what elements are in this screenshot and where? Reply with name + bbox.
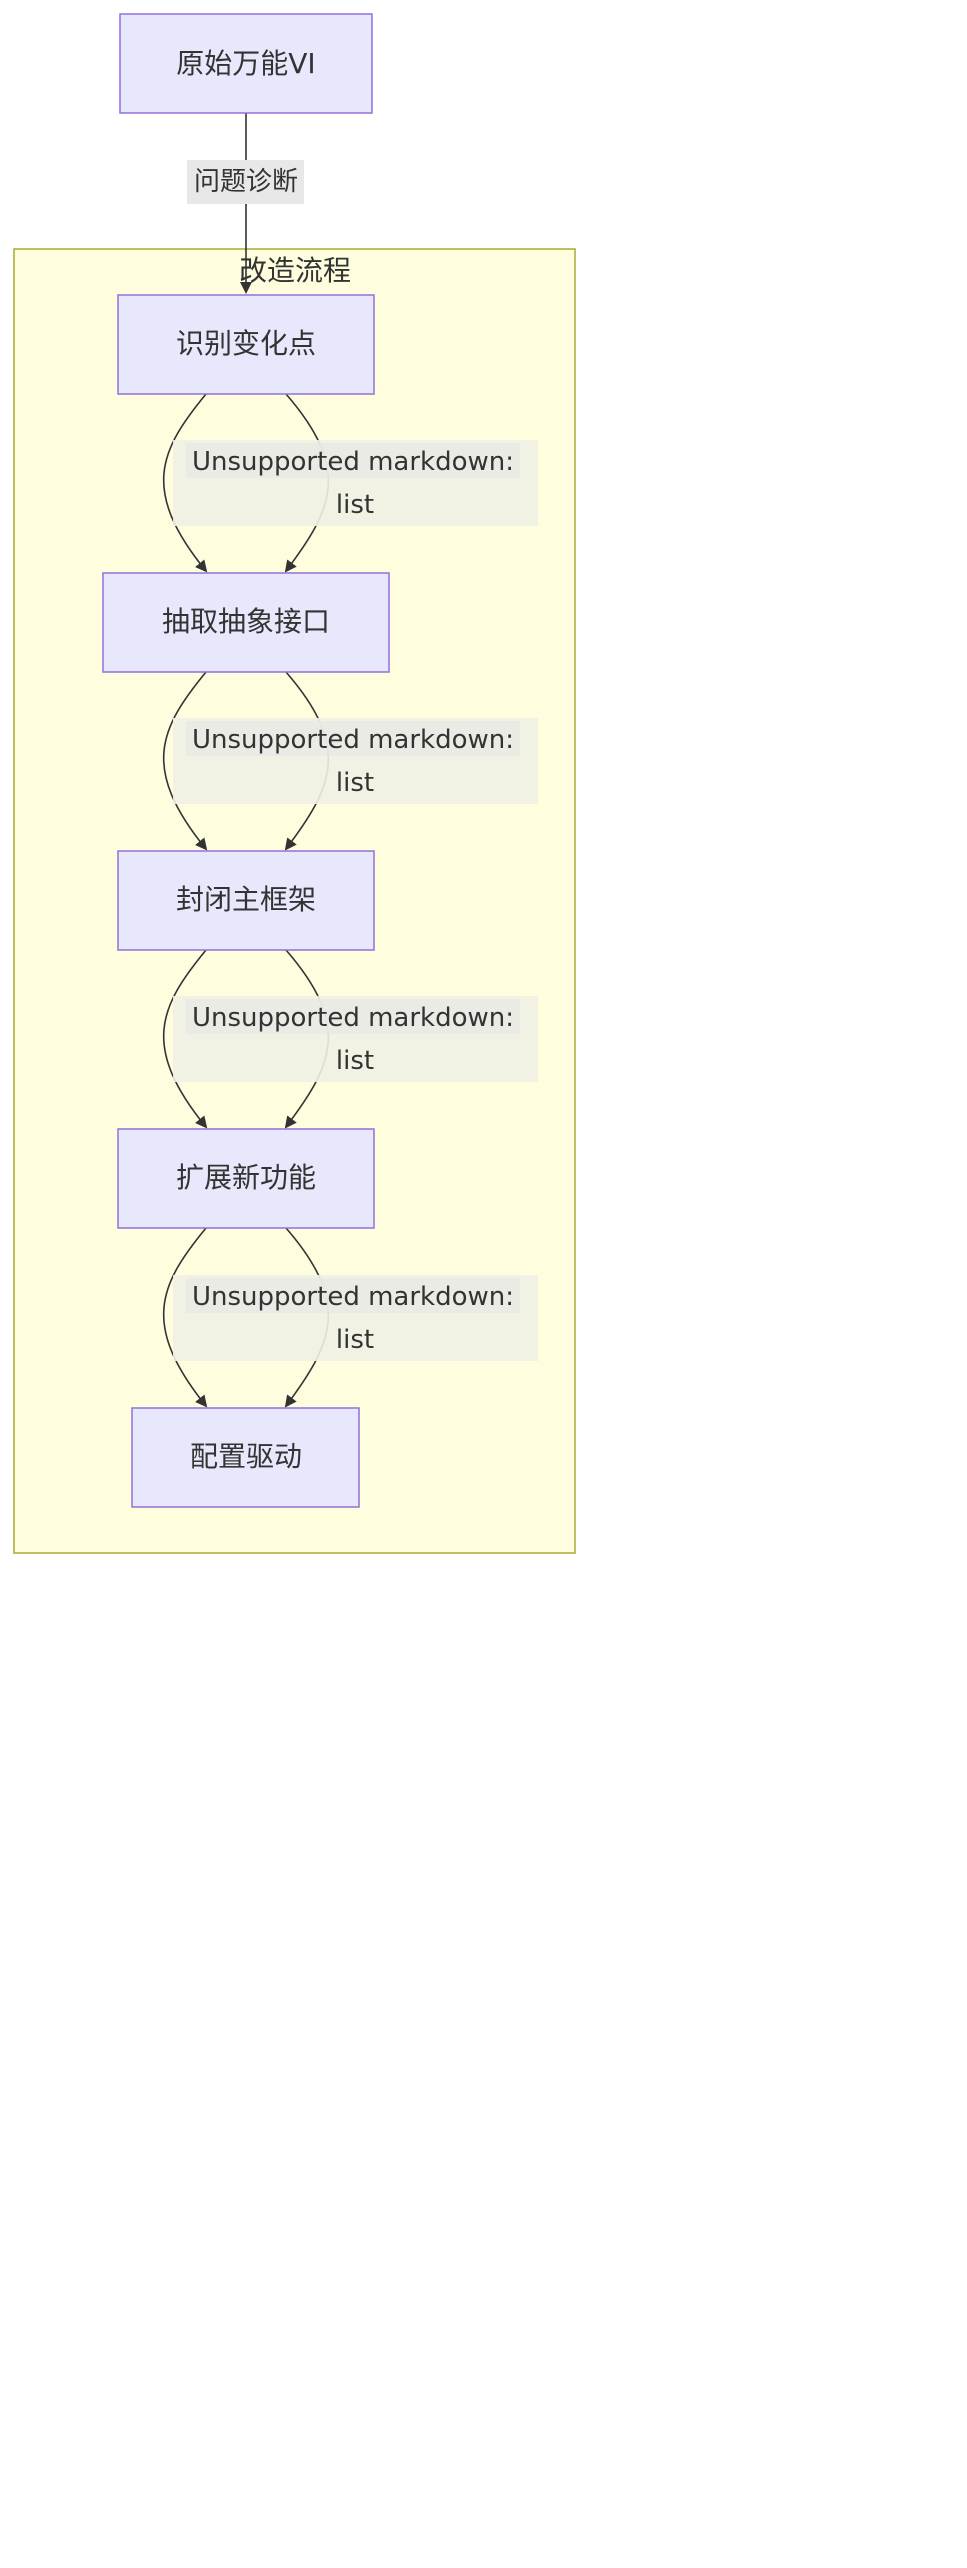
edge-label-line2: list	[336, 1046, 374, 1076]
edge-label-highlight	[186, 1278, 520, 1313]
node-identify-change-points[interactable]	[117, 294, 375, 395]
edge-label-line2: list	[336, 1325, 374, 1355]
edge-left	[162, 393, 208, 573]
edge-left	[162, 1227, 208, 1408]
edge-label-line1: Unsupported markdown:	[192, 1282, 514, 1312]
node-identify-change-points-label: 识别变化点	[176, 327, 316, 360]
edge-label-line1: Unsupported markdown:	[192, 725, 514, 755]
edge-group: Unsupported markdown: list	[162, 671, 538, 851]
node-extract-interface[interactable]	[102, 572, 390, 673]
edge-group: Unsupported markdown: list	[162, 1227, 538, 1408]
edge-label-line2: list	[336, 768, 374, 798]
edge-left	[162, 671, 208, 851]
edge-left	[162, 949, 208, 1129]
edge-label-line2: list	[336, 490, 374, 520]
edge-group: Unsupported markdown: list	[162, 949, 538, 1129]
edge-label-highlight	[186, 443, 520, 478]
flowchart: 问题诊断 改造流程 原始万能VI Unsupported markdown: l…	[13, 13, 576, 1554]
edge-group: Unsupported markdown: list	[162, 393, 538, 573]
node-close-framework-label: 封闭主框架	[176, 883, 316, 916]
edge-label-highlight	[186, 999, 520, 1034]
node-extend-features-label: 扩展新功能	[176, 1161, 316, 1194]
node-original-vi-label: 原始万能VI	[176, 47, 315, 80]
edge-label-bg-top	[187, 160, 304, 204]
edge-label-top: 问题诊断	[194, 167, 298, 197]
edge-label-line1: Unsupported markdown:	[192, 447, 514, 477]
node-config-driven[interactable]	[131, 1407, 360, 1508]
node-original-vi[interactable]	[119, 13, 373, 114]
edge-label-highlight	[186, 721, 520, 756]
node-extract-interface-label: 抽取抽象接口	[162, 605, 330, 638]
edge-label-line1: Unsupported markdown:	[192, 1003, 514, 1033]
node-extend-features[interactable]	[117, 1128, 375, 1229]
node-config-driven-label: 配置驱动	[190, 1440, 302, 1473]
cluster-title: 改造流程	[239, 254, 351, 287]
node-close-framework[interactable]	[117, 850, 375, 951]
